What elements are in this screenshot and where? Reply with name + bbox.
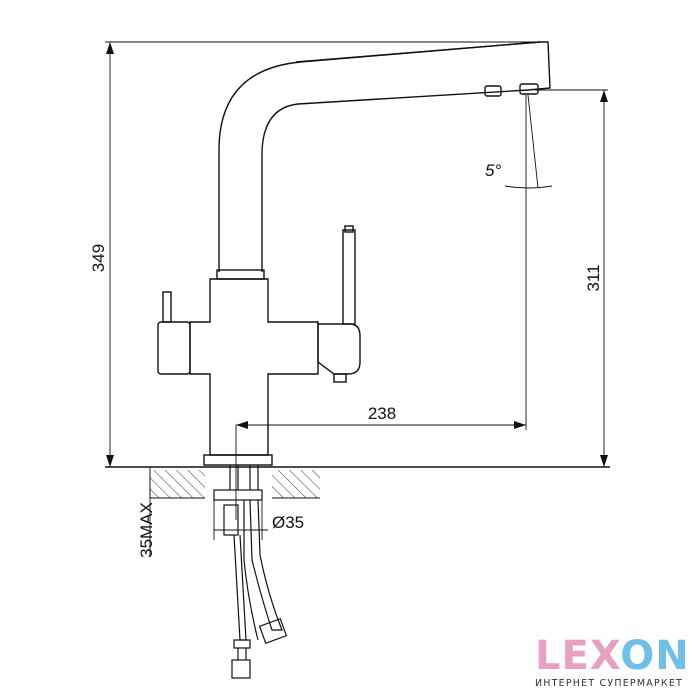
right-handle	[317, 323, 361, 375]
dim-mount-hole-label: Ø35	[272, 513, 304, 532]
dim-spout-angle-label: 5°	[485, 161, 501, 180]
aerator-left	[484, 85, 502, 97]
left-handle	[157, 321, 191, 375]
dimension-lines	[105, 41, 608, 555]
dim-spout-reach-label: 238	[368, 404, 396, 423]
lexon-logo: LEXON ИНТЕРНЕТ СУПЕРМАРКЕТ	[535, 636, 695, 696]
logo-word-lex: LEX	[535, 633, 621, 679]
dimension-arrows	[106, 42, 608, 467]
aerator-right	[519, 83, 539, 95]
logo-word-n: N	[655, 633, 690, 679]
faucet-body	[157, 41, 551, 466]
dim-overall-height-label: 349	[89, 244, 108, 272]
dim-deck-thickness-label: 35MAX	[137, 502, 156, 558]
countertop	[105, 466, 610, 499]
spout	[218, 41, 551, 272]
dim-spout-height-label: 311	[584, 264, 603, 291]
logo-tagline: ИНТЕРНЕТ СУПЕРМАРКЕТ	[535, 678, 684, 689]
logo-wordmark: LEXON	[535, 636, 695, 676]
logo-word-o: O	[620, 633, 656, 679]
hoses	[213, 465, 288, 679]
